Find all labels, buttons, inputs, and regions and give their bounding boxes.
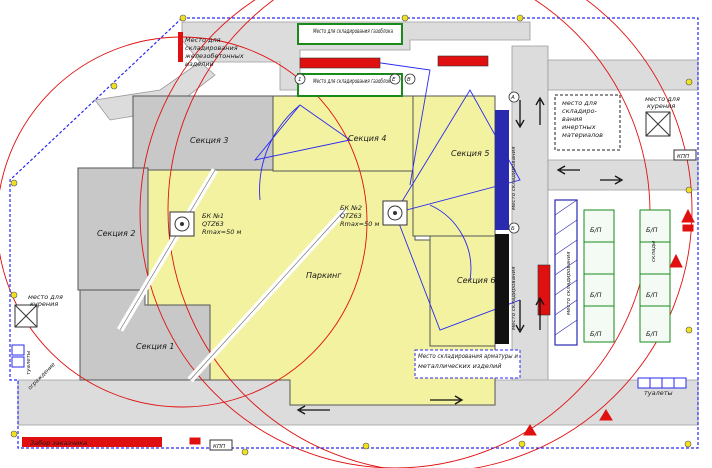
toilets-left [11, 344, 25, 368]
section-3-label: Секция 3 [190, 136, 228, 145]
toilets-left-label: туалеты [26, 350, 32, 375]
axis-marker-b: Б [511, 226, 515, 232]
crane-2-radius: Rmax=50 м [340, 220, 379, 228]
concrete-storage-area [178, 32, 183, 62]
bp-cabins [583, 209, 671, 343]
axis-marker-e: Е [392, 77, 396, 83]
bp-label-5: Б/П [646, 291, 658, 299]
storage-band-1 [495, 110, 509, 230]
smoking-left-l1: место для [28, 293, 63, 301]
toilets-label: туалеты [644, 389, 673, 397]
section-1-label: Секция 1 [136, 342, 174, 351]
gasblock-storage-bottom [297, 73, 403, 97]
crane-1-radius: Rmax=50 м [202, 228, 241, 236]
section-4-building [272, 95, 414, 172]
crane-2-name: БК №2 [340, 204, 362, 212]
crane-1-model: QTZ63 [202, 220, 224, 228]
rebar-l1: Место складирования арматуры и [418, 352, 518, 360]
bp-label-3: Б/П [590, 330, 602, 338]
fire-symbols [189, 208, 695, 445]
smoking-right-l1: место для [645, 95, 680, 103]
bp-label-6: Б/П [646, 330, 658, 338]
section-4-label: Секция 4 [348, 134, 386, 143]
concrete-storage-l2: складирования [185, 44, 238, 52]
customer-fence-label: Забор заказчика [30, 439, 87, 447]
parking-label: Паркинг [306, 271, 342, 280]
axis-marker-v: В [407, 77, 411, 83]
inert-storage-area [554, 94, 621, 151]
inert-l1: место для [562, 99, 597, 107]
gasblock-top-label: Место для складирования газоблока [313, 27, 393, 35]
crane-blue-zones [253, 59, 521, 331]
smoking-area-left [14, 304, 38, 328]
storage-band-3-hatch [554, 199, 578, 336]
rebar-storage-area [414, 349, 521, 379]
inert-l2: складиро- [562, 107, 597, 115]
rebar-l2: металлических изделий [418, 362, 501, 370]
axis-marker-a: А [510, 95, 515, 101]
inert-l5: материалов [562, 131, 603, 139]
truck-icons [299, 55, 551, 316]
smoking-area-right [645, 111, 671, 137]
toilets-right [637, 377, 687, 389]
axis-marker-1: 1 [298, 77, 302, 83]
kpp-top-label: КПП [677, 154, 689, 160]
kpp-bottom-label: КПП [213, 444, 225, 450]
bp-label-2: Б/П [590, 291, 602, 299]
axis-markers: А Б В Е 1 [294, 73, 520, 234]
customer-fence-bar [22, 437, 162, 447]
crane-2-symbol [382, 200, 408, 226]
vertical-storage-3: место складирования [566, 251, 572, 315]
kpp-top-booth [673, 149, 697, 161]
section-5-label: Секция 5 [451, 149, 489, 158]
kpp-bottom-booth [209, 439, 233, 451]
smoking-right-l2: курения [647, 102, 675, 110]
section-6-building [429, 235, 496, 347]
storage-v-label: склады [651, 240, 657, 262]
concrete-storage-l4: изделий [185, 60, 214, 68]
concrete-storage-l1: Место для [185, 36, 221, 44]
crane-2-model: QTZ63 [340, 212, 362, 220]
section-5-building [412, 95, 496, 237]
inert-l3: вания [562, 115, 582, 123]
concrete-storage-l3: железобетонных [184, 52, 244, 60]
crane-1-name: БК №1 [202, 212, 224, 220]
gasblock-bottom-label: Место для складирования газоблока [313, 77, 393, 85]
bp-label-1: Б/П [590, 226, 602, 234]
inert-l4: инертных [562, 123, 596, 131]
light-symbols [10, 14, 693, 456]
crane-1-symbol [169, 211, 195, 237]
vertical-storage-2: место складирования [511, 266, 517, 330]
gasblock-storage-top [297, 23, 403, 45]
crane-rails [116, 168, 348, 383]
smoking-left-l2: курения [30, 300, 58, 308]
storage-band-2 [495, 234, 509, 344]
bp-label-4: Б/П [646, 226, 658, 234]
storage-band-3 [554, 199, 578, 346]
section-2-label: Секция 2 [97, 229, 135, 238]
traffic-arrows [296, 96, 624, 415]
section-6-label: Секция 6 [457, 276, 495, 285]
vertical-storage-1: место складирования [511, 146, 517, 210]
